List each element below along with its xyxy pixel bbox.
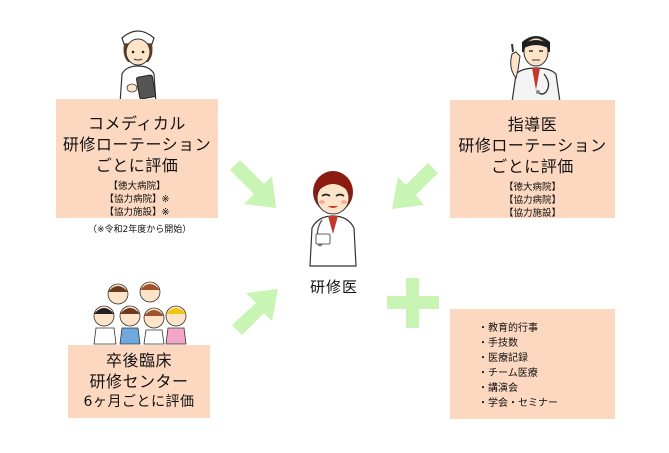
comedical-title: コメディカル 研修ローテーション ごとに評価 — [56, 113, 218, 176]
staff-group-icon — [93, 281, 187, 345]
instructor-title-line: 研修ローテーション — [458, 136, 607, 155]
comedical-site-line: 【協力病院】※ — [104, 194, 170, 205]
comedical-sites: 【徳大病院】 【協力病院】※ 【協力施設】※ — [56, 180, 218, 219]
arrow-from-center — [232, 289, 278, 335]
center-title-line: 6ヶ月ごとに評価 — [83, 394, 195, 410]
instructor-site-line: 【協力施設】 — [503, 208, 561, 219]
arrow-from-instructor — [392, 163, 438, 209]
additional-items-box: ・教育的行事 ・手技数 ・医療記録 ・チーム医療 ・講演会 ・学会・セミナー — [450, 309, 615, 419]
comedical-site-line: 【協力施設】※ — [104, 207, 170, 218]
instructor-site-line: 【徳大病院】 — [503, 182, 561, 193]
comedical-start-note: （※令和2年度から開始） — [88, 225, 192, 235]
center-title: 卒後臨床 研修センター 6ヶ月ごとに評価 — [68, 350, 210, 413]
arrow-from-comedical — [230, 160, 276, 208]
comedical-title-line: 研修ローテーション — [62, 135, 212, 154]
comedical-evaluation-box: コメディカル 研修ローテーション ごとに評価 【徳大病院】 【協力病院】※ 【協… — [56, 99, 218, 218]
comedical-site-line: 【徳大病院】 — [108, 181, 166, 192]
item-line: ・チーム医療 — [478, 368, 538, 379]
instructor-title-line: ごとに評価 — [491, 157, 574, 176]
comedical-title-line: コメディカル — [88, 114, 186, 133]
nurse-icon — [119, 30, 157, 105]
center-title-line: 研修センター — [89, 372, 189, 391]
instructor-title: 指導医 研修ローテーション ごとに評価 — [450, 114, 615, 177]
item-line: ・講演会 — [478, 383, 518, 394]
training-center-box: 卒後臨床 研修センター 6ヶ月ごとに評価 — [68, 345, 210, 418]
item-line: ・教育的行事 — [478, 323, 538, 334]
item-line: ・学会・セミナー — [478, 398, 558, 409]
instructor-title-line: 指導医 — [507, 115, 558, 134]
resident-doctor-icon — [309, 171, 357, 267]
center-title-line: 卒後臨床 — [105, 351, 172, 370]
instructor-site-line: 【協力病院】 — [503, 195, 561, 206]
plus-icon — [387, 278, 439, 328]
comedical-title-line: ごとに評価 — [95, 156, 179, 175]
resident-label: 研修医 — [310, 278, 359, 296]
item-line: ・医療記録 — [478, 353, 528, 364]
instructor-evaluation-box: 指導医 研修ローテーション ごとに評価 【徳大病院】 【協力病院】 【協力施設】 — [450, 100, 615, 220]
instructor-sites: 【徳大病院】 【協力病院】 【協力施設】 — [450, 181, 615, 220]
item-line: ・手技数 — [478, 338, 518, 349]
doctor-icon — [510, 36, 561, 103]
